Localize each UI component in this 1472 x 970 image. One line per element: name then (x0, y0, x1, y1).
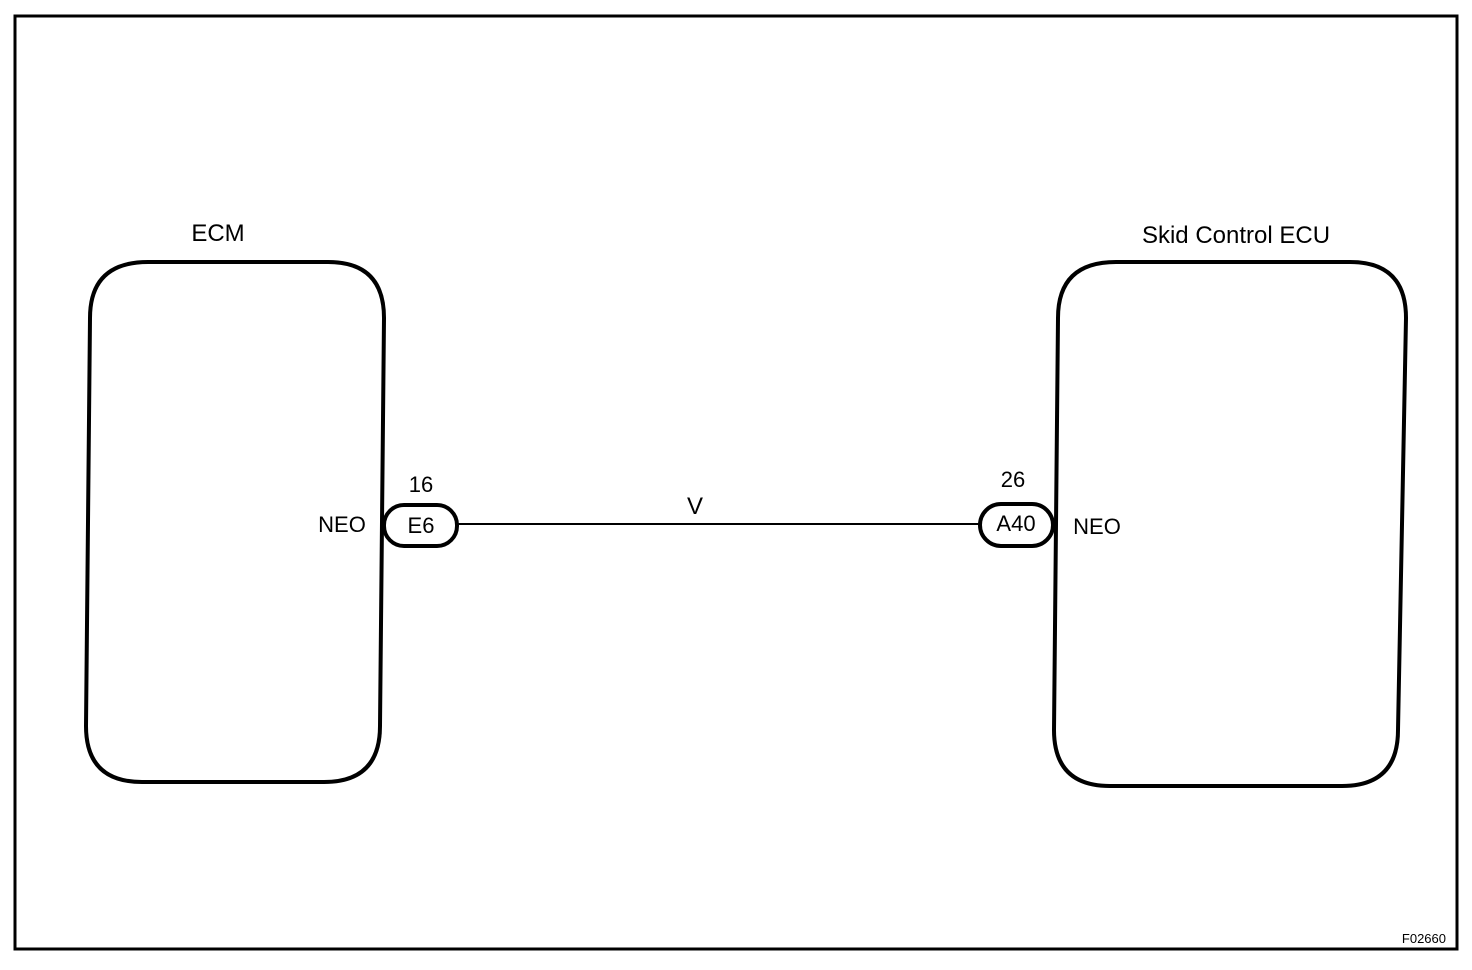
ecm-label: ECM (191, 220, 244, 247)
wire-color-label: V (687, 493, 703, 520)
diagram-frame (13, 14, 1459, 951)
ecm-box (83, 260, 387, 784)
figure-id: F02660 (1402, 931, 1446, 946)
connector-a40-label: A40 (996, 511, 1035, 536)
connector-e6 (382, 503, 459, 548)
skid-control-ecu-box (1051, 260, 1409, 788)
skid-control-ecu-label: Skid Control ECU (1142, 222, 1330, 249)
connector-e6-label: E6 (408, 513, 435, 538)
skid-ecu-terminal-label: NEO (1073, 514, 1121, 539)
pin-26-label: 26 (1001, 467, 1025, 492)
ecm-terminal-label: NEO (318, 512, 366, 537)
connector-a40 (978, 502, 1055, 548)
pin-16-label: 16 (409, 472, 433, 497)
